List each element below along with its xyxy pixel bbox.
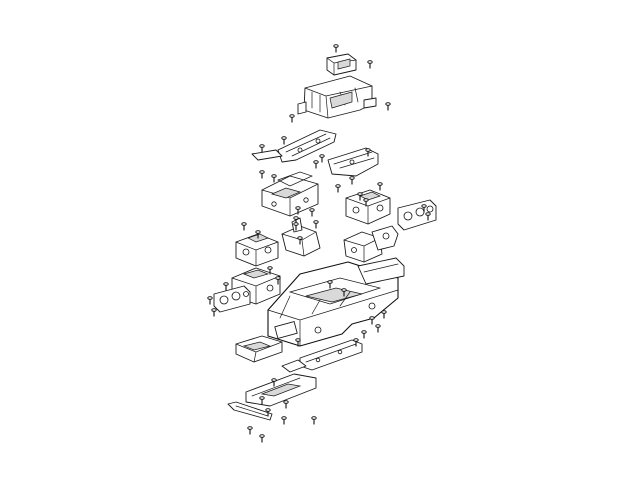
screw-icon bbox=[385, 102, 391, 111]
screw-icon bbox=[309, 208, 315, 217]
screw-icon bbox=[211, 308, 217, 317]
screw-icon bbox=[207, 296, 213, 305]
screw-icon bbox=[349, 176, 355, 185]
screw-icon bbox=[425, 212, 431, 221]
screw-icon bbox=[297, 236, 303, 245]
screw-icon bbox=[281, 416, 287, 425]
right-small-housing bbox=[343, 225, 399, 263]
screw-icon bbox=[247, 426, 253, 435]
screw-icon bbox=[295, 206, 301, 215]
screw-icon bbox=[283, 400, 289, 409]
screw-icon bbox=[421, 204, 427, 213]
screw-icon bbox=[271, 378, 277, 387]
screw-icon bbox=[255, 230, 261, 239]
screw-icon bbox=[361, 330, 367, 339]
screw-icon bbox=[265, 408, 271, 417]
screw-icon bbox=[353, 338, 359, 347]
screw-icon bbox=[259, 144, 265, 153]
top-cap bbox=[326, 53, 357, 76]
screw-icon bbox=[369, 316, 375, 325]
screw-icon bbox=[341, 288, 347, 297]
main-chassis bbox=[267, 257, 405, 347]
screw-icon bbox=[367, 60, 373, 69]
motor-cover bbox=[261, 171, 319, 217]
screw-icon bbox=[313, 160, 319, 169]
screw-icon bbox=[259, 434, 265, 443]
screw-icon bbox=[333, 44, 339, 53]
screw-icon bbox=[223, 282, 229, 291]
right-roller-bracket bbox=[397, 199, 437, 231]
screw-icon bbox=[363, 198, 369, 207]
screw-icon bbox=[377, 182, 383, 191]
screw-icon bbox=[293, 222, 299, 231]
screw-icon bbox=[259, 396, 265, 405]
screw-group bbox=[207, 44, 431, 443]
screw-icon bbox=[271, 174, 277, 183]
screw-icon bbox=[319, 154, 325, 163]
screw-icon bbox=[381, 310, 387, 319]
left-gear-housing bbox=[235, 233, 279, 267]
upper-frame bbox=[297, 75, 377, 119]
screw-icon bbox=[357, 192, 363, 201]
left-roller-bracket bbox=[213, 285, 251, 313]
screw-icon bbox=[313, 220, 319, 229]
front-bumper bbox=[235, 335, 283, 363]
arm-plate-left bbox=[251, 129, 337, 163]
screw-icon bbox=[365, 148, 371, 157]
screw-icon bbox=[327, 280, 333, 289]
screw-icon bbox=[375, 324, 381, 333]
skid-bar bbox=[227, 401, 273, 421]
screw-icon bbox=[295, 338, 301, 347]
screw-icon bbox=[267, 266, 273, 275]
arm-plate-right bbox=[327, 147, 379, 177]
screw-icon bbox=[275, 276, 281, 285]
side-rail bbox=[299, 339, 363, 371]
right-gear-housing bbox=[345, 189, 391, 225]
screw-icon bbox=[281, 136, 287, 145]
screw-icon bbox=[335, 184, 341, 193]
screw-icon bbox=[289, 114, 295, 123]
screw-icon bbox=[259, 170, 265, 179]
screw-icon bbox=[241, 222, 247, 231]
screw-icon bbox=[311, 416, 317, 425]
